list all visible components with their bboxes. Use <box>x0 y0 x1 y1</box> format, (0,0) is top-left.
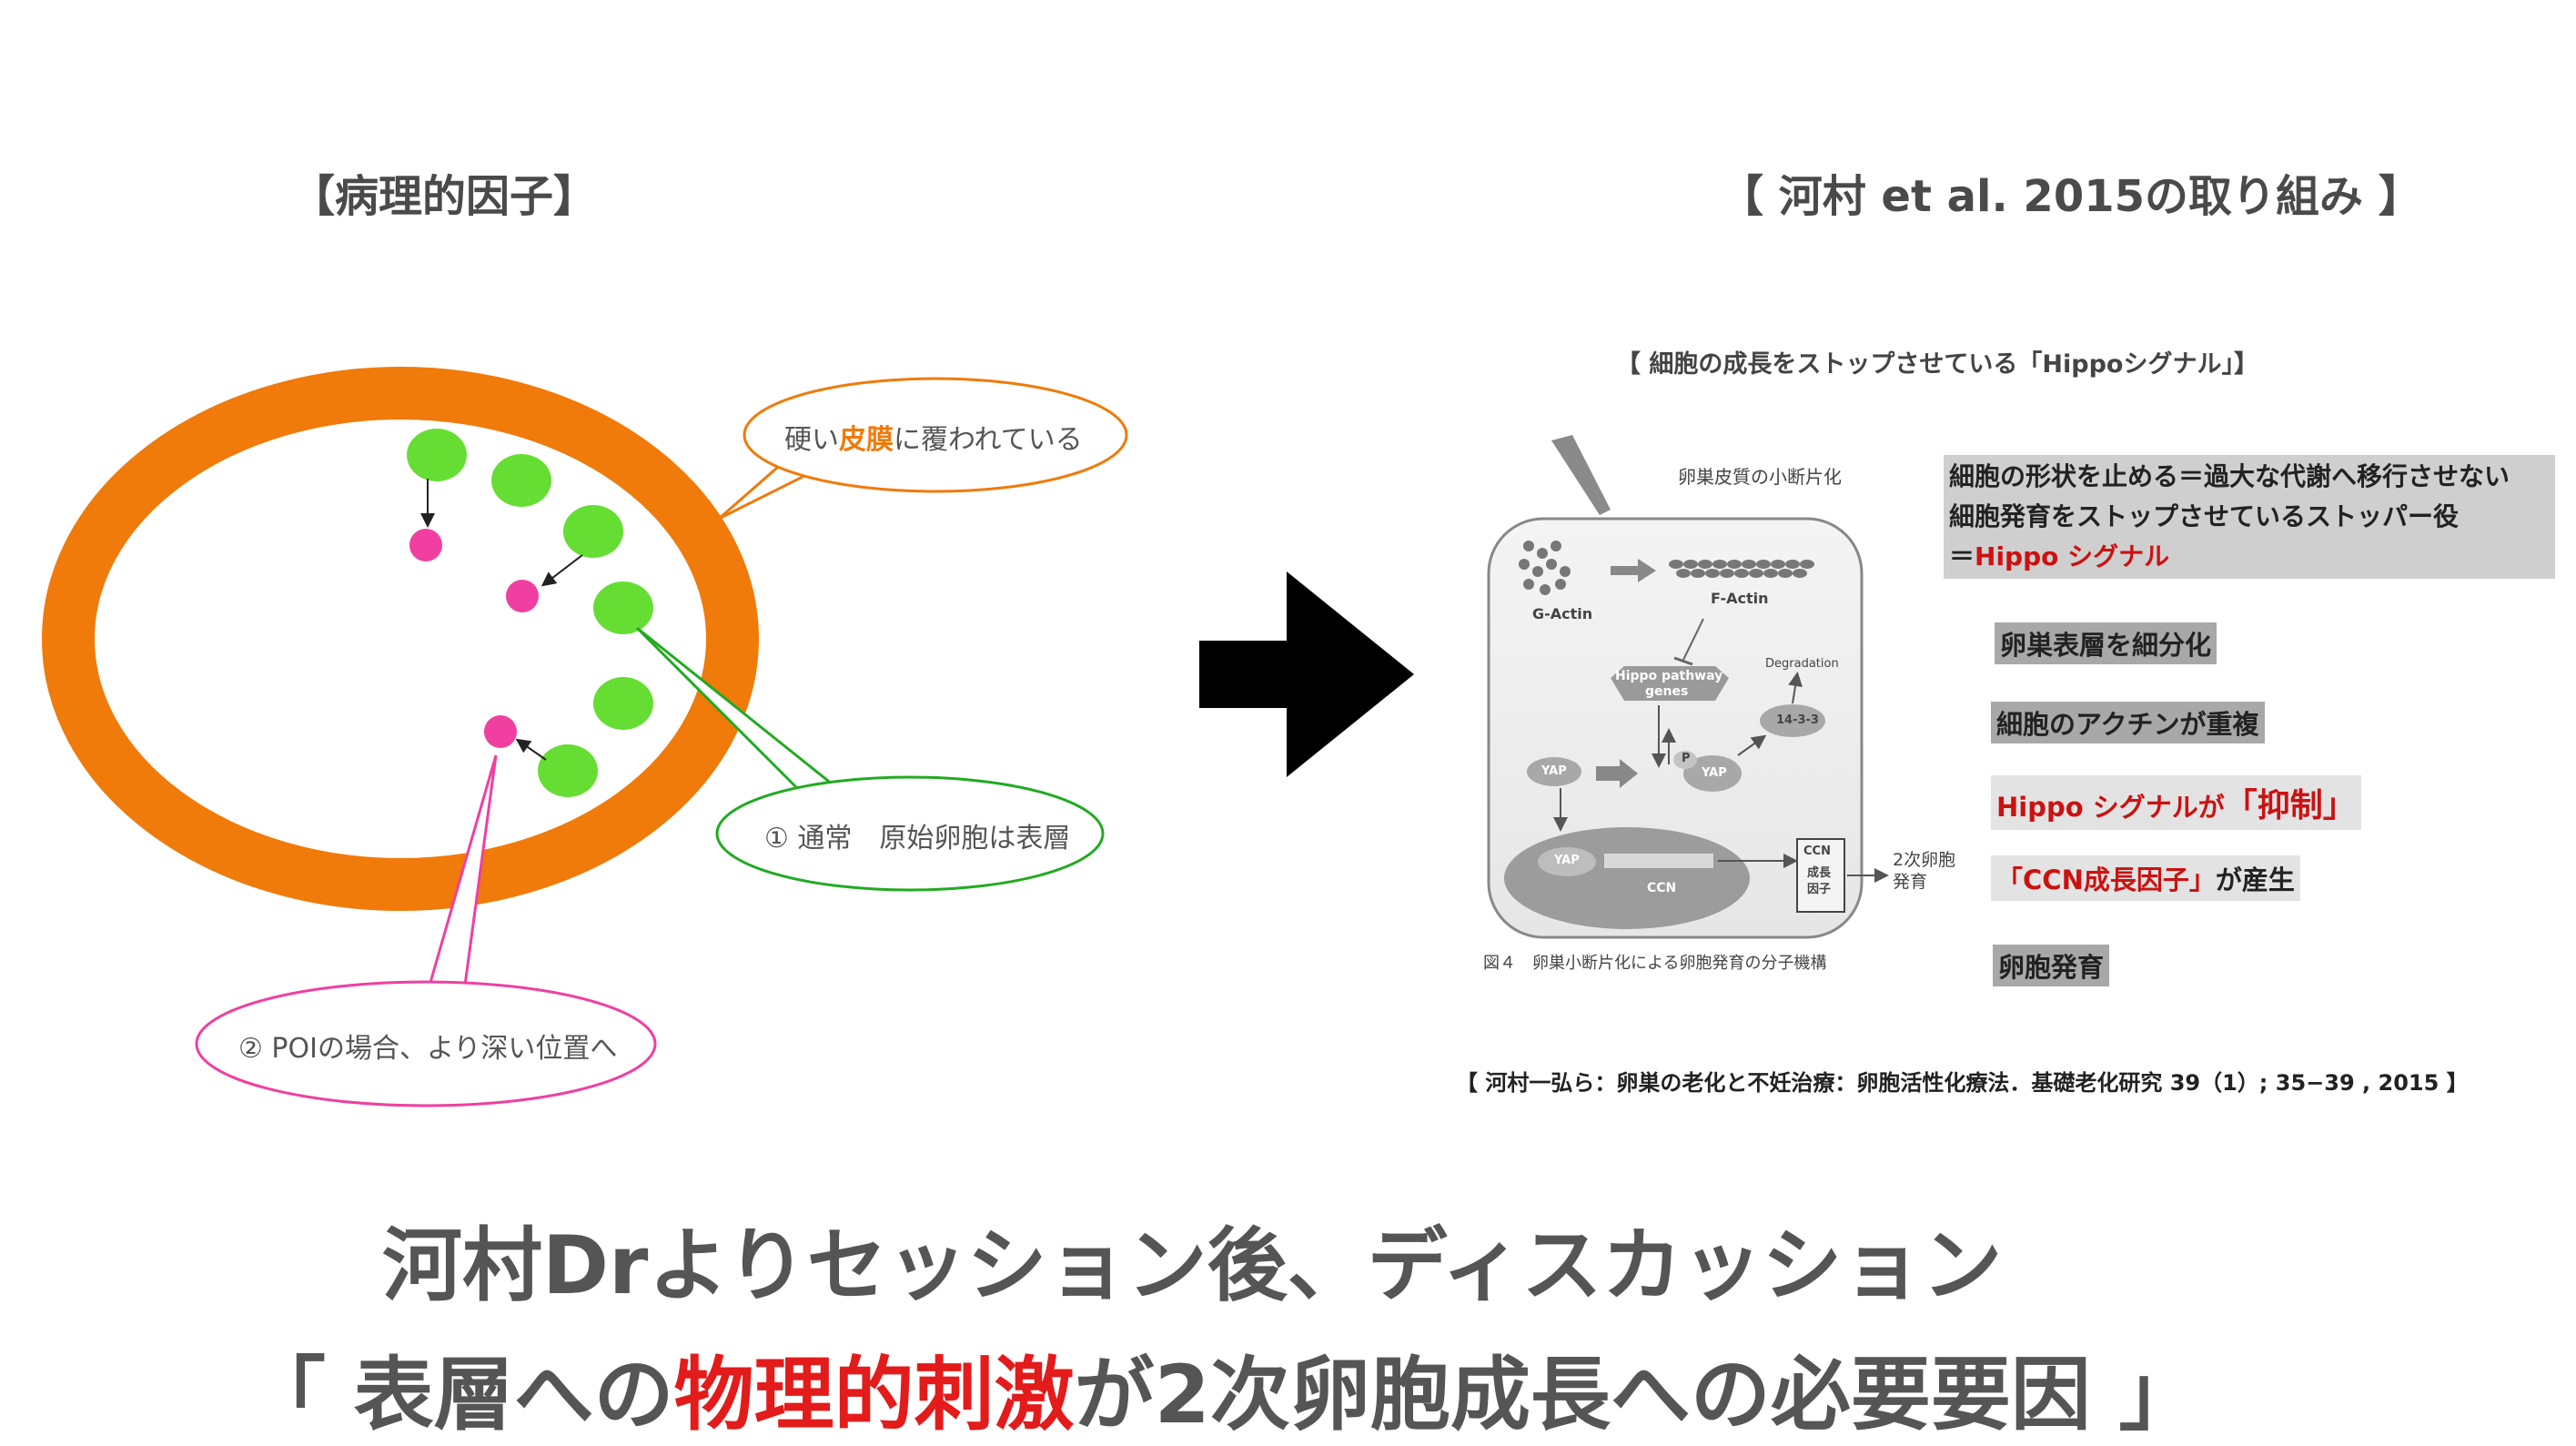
hippo-explanation-line2: 細胞発育をストップさせているストッパー役 <box>1949 501 2460 531</box>
deep-follicle <box>506 580 539 612</box>
hippo-suppress-strong: 「抑制」 <box>2224 787 2356 824</box>
normal-bubble <box>715 775 1105 892</box>
poi-bubble-text: ② POIの場合、より深い位置へ <box>238 1033 618 1065</box>
normal-bubble-tail <box>635 626 865 812</box>
fig-output-2: 発育 <box>1893 872 1928 892</box>
bottom-line2-prefix: 「 表層への <box>246 1348 674 1441</box>
follicle <box>407 429 467 481</box>
capsule-text-suffix: に覆われている <box>894 424 1083 456</box>
bottom-line1: 河村Drよりセッション後、ディスカッション <box>382 1218 2003 1312</box>
yap-protein <box>1527 757 1581 786</box>
migration-arrow <box>540 554 583 587</box>
fig-ccn-box-2: 成長 <box>1807 866 1832 880</box>
ccn-produce-prefix: 「CCN成長因子」 <box>1996 865 2216 895</box>
ccn-box <box>1796 838 1845 913</box>
fig-top-label: 卵巣皮質の小断片化 <box>1678 466 1842 488</box>
bottom-line2: 「 表層への物理的刺激が2次卵胞成長への必要要因 」 <box>246 1330 2199 1446</box>
hippo-explanation-line3-prefix: ＝ <box>1949 541 1975 571</box>
capsule-text-prefix: 硬い <box>784 424 839 456</box>
capsule-text-highlight: 皮膜 <box>839 424 894 456</box>
follicle <box>593 677 653 730</box>
fig-yap-p: YAP <box>1702 766 1727 780</box>
f-actin-chain <box>1669 560 1814 578</box>
fig-yap: YAP <box>1541 764 1567 778</box>
fig-ccn: CCN <box>1647 881 1677 895</box>
right-heading: 【 河村 et al. 2015の取り組み 】 <box>1720 171 2422 222</box>
nucleus <box>1504 827 1750 929</box>
hippo-pathway-figure <box>1487 435 1889 939</box>
hippo-explanation-line3-red: Hippo シグナル <box>1975 541 2170 571</box>
follicle <box>563 505 623 558</box>
fig-ccn-box-1: CCN <box>1803 844 1831 858</box>
step-hippo-suppress: Hippo シグナルが「抑制」 <box>1991 775 2361 830</box>
hippo-suppress-prefix: Hippo シグナルが <box>1996 792 2225 823</box>
capsule-bubble <box>742 377 1128 493</box>
migration-arrow <box>515 738 547 761</box>
step-follicle-growth: 卵胞発育 <box>1993 945 2110 986</box>
fig-1433: 14-3-3 <box>1776 713 1819 727</box>
fig-caption: 図４ 卵巣小断片化による卵胞発育の分子機構 <box>1483 954 1827 973</box>
follicle <box>538 744 598 797</box>
step-ccn-produce: 「CCN成長因子」が産生 <box>1991 855 2300 901</box>
deep-follicle <box>409 529 442 561</box>
fig-degradation: Degradation <box>1765 657 1839 671</box>
polymerize-arrow <box>1611 559 1656 582</box>
fig-f-actin: F-Actin <box>1711 590 1769 607</box>
fig-output-1: 2次卵胞 <box>1893 850 1956 870</box>
bottom-line2-suffix: が2次卵胞成長への必要要因 」 <box>1074 1348 2199 1441</box>
protein-1433 <box>1760 704 1825 737</box>
fig-ccn-box-3: 因子 <box>1807 883 1832 896</box>
hippo-genes-box <box>1611 666 1729 701</box>
fig-g-actin: G-Actin <box>1532 605 1593 622</box>
hippo-explanation-box: 細胞の形状を止める＝過大な代謝へ移行させない 細胞発育をストップさせているストッ… <box>1944 455 2555 579</box>
fig-p: P <box>1682 752 1691 765</box>
poi-bubble-tail <box>426 754 498 993</box>
normal-bubble-text: ① 通常 原始卵胞は表層 <box>764 823 1071 854</box>
left-heading: 【病理的因子】 <box>291 171 598 222</box>
capsule-bubble-text: 硬い皮膜に覆われている <box>784 417 1083 457</box>
ccn-produce-suffix: が産生 <box>2215 865 2295 895</box>
follicle <box>491 454 551 507</box>
bottom-line2-red: 物理的刺激 <box>673 1348 1075 1441</box>
follicle <box>593 581 653 634</box>
step-actin: 細胞のアクチンが重複 <box>1991 702 2265 743</box>
g-actin-cluster <box>1519 541 1571 595</box>
hippo-explanation-line1: 細胞の形状を止める＝過大な代謝へ移行させない <box>1949 461 2510 491</box>
fig-yap-nucleus: YAP <box>1554 854 1580 867</box>
figure-title: 【 細胞の成長をストップさせている「Hippoシグナル」】 <box>1616 350 2258 379</box>
step-subdivide: 卵巣表層を細分化 <box>1995 622 2217 664</box>
poi-bubble <box>195 980 657 1107</box>
ovary-capsule-ring <box>42 367 759 911</box>
hippo-explanation-line3: ＝Hippo シグナル <box>1949 537 2550 577</box>
fig-hippo-1: Hippo pathway <box>1615 669 1723 683</box>
right-arrow-icon <box>1199 571 1414 777</box>
yap-phosphorylated <box>1683 755 1742 792</box>
deep-follicle <box>484 715 517 748</box>
fig-hippo-2: genes <box>1645 684 1689 699</box>
scalpel-icon <box>1551 435 1611 515</box>
reference: 【 河村一弘ら：卵巣の老化と不妊治療：卵胞活性化療法．基礎老化研究 39（1）;… <box>1456 1070 2469 1096</box>
ovary-diagram <box>42 367 1128 1107</box>
